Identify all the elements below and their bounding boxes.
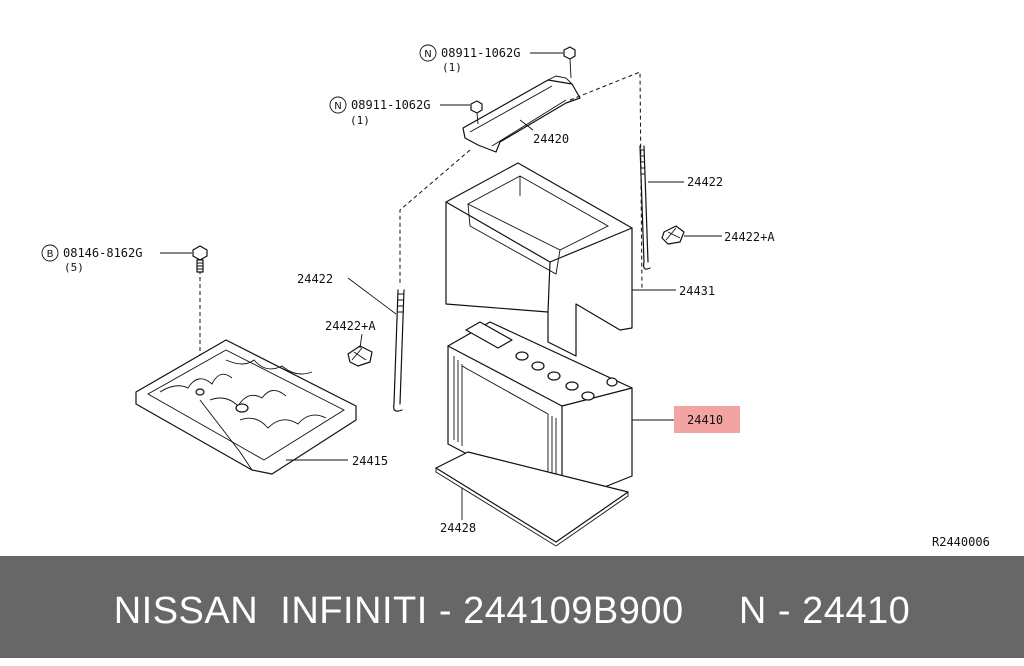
label-nut-top-qty: (1) (442, 61, 462, 74)
svg-text:B: B (47, 249, 54, 260)
nut-badge-mid: N (329, 96, 347, 114)
label-clip-right[interactable]: 24422+A (724, 230, 775, 244)
label-clip-left[interactable]: 24422+A (325, 319, 376, 333)
footer-bar: NISSAN INFINITI - 244109B900 N - 24410 (0, 556, 1024, 658)
footer-part-number: NISSAN INFINITI - 244109B900 N - 24410 (113, 590, 911, 632)
label-nut-mid-qty: (1) (350, 114, 370, 127)
label-pad[interactable]: 24428 (440, 521, 476, 535)
battery-label-highlight (674, 406, 740, 433)
guide-line-right (569, 71, 643, 291)
battery-tray (135, 339, 357, 475)
label-nut-mid[interactable]: 08911-1062G (351, 98, 430, 112)
bolt-badge: B (41, 244, 59, 262)
label-bolt-qty: (5) (64, 261, 84, 274)
label-cover[interactable]: 24431 (679, 284, 715, 298)
hold-down-frame (462, 75, 581, 153)
label-nut-top[interactable]: 08911-1062G (441, 46, 520, 60)
rod-left (393, 289, 405, 412)
rod-right (639, 145, 651, 270)
nut-mid-icon (470, 100, 483, 125)
bolt-icon (192, 245, 208, 273)
label-bolt[interactable]: 08146-8162G (63, 246, 142, 260)
label-tray[interactable]: 24415 (352, 454, 388, 468)
battery-pad (435, 451, 629, 547)
label-frame[interactable]: 24420 (533, 132, 569, 146)
clip-left-icon (347, 345, 373, 367)
nut-top-icon (563, 46, 576, 79)
guide-line-left (399, 149, 471, 286)
battery-cover (445, 162, 633, 357)
label-rod-left[interactable]: 24422 (297, 272, 333, 286)
clip-right-icon (661, 225, 685, 245)
drawing-number: R2440006 (932, 535, 990, 549)
svg-text:N: N (424, 49, 431, 60)
nut-badge-top: N (419, 44, 437, 62)
leader-lines (160, 52, 722, 520)
label-rod-right[interactable]: 24422 (687, 175, 723, 189)
svg-text:N: N (334, 101, 341, 112)
label-battery[interactable]: 24410 (687, 413, 723, 427)
battery-assembly-diagram: N N B 08911-1062G (1) 08911-1062G (1) 08… (41, 44, 990, 549)
